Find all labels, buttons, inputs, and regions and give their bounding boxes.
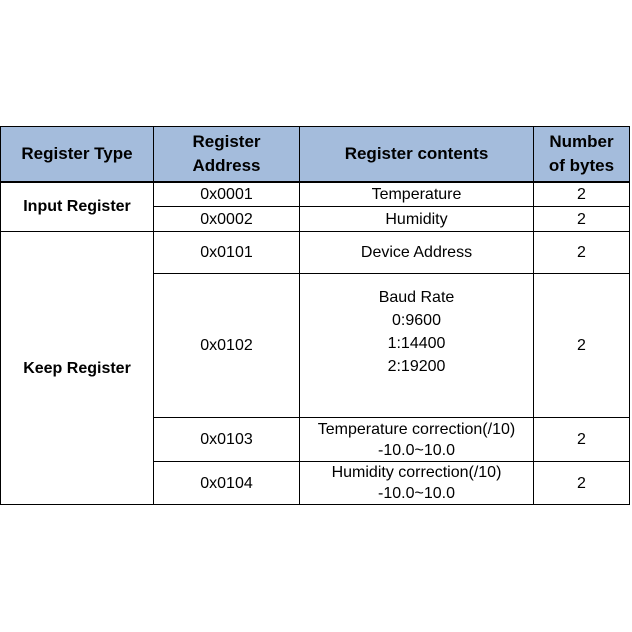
bytes-cell: 2	[533, 181, 630, 207]
header-number-of-bytes-line2: of bytes	[548, 155, 615, 175]
contents-cell: Humidity correction(/10) -10.0~10.0	[299, 461, 534, 505]
contents-cell: Temperature	[299, 181, 534, 207]
header-register-contents: Register contents	[299, 126, 534, 183]
bytes-cell: 2	[533, 231, 630, 274]
table-row: 0x0002 Humidity 2	[1, 206, 630, 232]
contents-line: Device Address	[360, 244, 473, 261]
contents-line: 0:9600	[392, 312, 441, 329]
address-cell: 0x0101	[153, 231, 300, 274]
contents-cell: Device Address	[299, 231, 534, 274]
header-number-of-bytes-line1: Number	[549, 131, 614, 151]
address-cell: 0x0001	[153, 181, 300, 207]
contents-cell: Humidity	[299, 206, 534, 232]
contents-line: 2:19200	[387, 358, 446, 375]
header-register-address: Register Address	[153, 126, 300, 183]
contents-line: -10.0~10.0	[378, 485, 455, 502]
header-register-type: Register Type	[0, 126, 154, 183]
table-row: 0x0102 Baud Rate 0:9600 1:14400 2:19200 …	[1, 273, 630, 418]
contents-line: Humidity correction(/10)	[331, 464, 502, 481]
contents-line: -10.0~10.0	[378, 441, 455, 459]
bytes-cell: 2	[533, 461, 630, 505]
table-body: Input Register 0x0001 Temperature 2 0x00…	[0, 181, 630, 505]
table-row: 0x0103 Temperature correction(/10) -10.0…	[1, 417, 630, 462]
register-table: Register Type Register Address Register …	[0, 126, 630, 505]
table-row: Input Register 0x0001 Temperature 2	[0, 181, 630, 232]
header-register-address-line2: Address	[192, 155, 261, 175]
contents-line: Baud Rate	[378, 289, 455, 306]
contents-line: 1:14400	[387, 335, 446, 352]
contents-cell: Temperature correction(/10) -10.0~10.0	[299, 417, 534, 462]
address-cell: 0x0102	[153, 273, 300, 418]
bytes-cell: 2	[533, 273, 630, 418]
header-register-address-line1: Register	[192, 131, 261, 151]
table-row: 0x0104 Humidity correction(/10) -10.0~10…	[1, 461, 630, 505]
table-row: Keep Register 0x0101 Device Address 2	[0, 231, 630, 505]
contents-cell: Baud Rate 0:9600 1:14400 2:19200	[299, 273, 534, 418]
table-header: Register Type Register Address Register …	[0, 126, 630, 183]
input-register-type-cell: Input Register	[0, 181, 154, 232]
address-cell: 0x0104	[153, 461, 300, 505]
header-number-of-bytes: Number of bytes	[533, 126, 630, 183]
contents-line: Temperature correction(/10)	[317, 420, 516, 438]
header-row: Register Type Register Address Register …	[0, 126, 630, 183]
bytes-cell: 2	[533, 417, 630, 462]
keep-register-type-cell: Keep Register	[0, 231, 154, 505]
address-cell: 0x0002	[153, 206, 300, 232]
address-cell: 0x0103	[153, 417, 300, 462]
bytes-cell: 2	[533, 206, 630, 232]
